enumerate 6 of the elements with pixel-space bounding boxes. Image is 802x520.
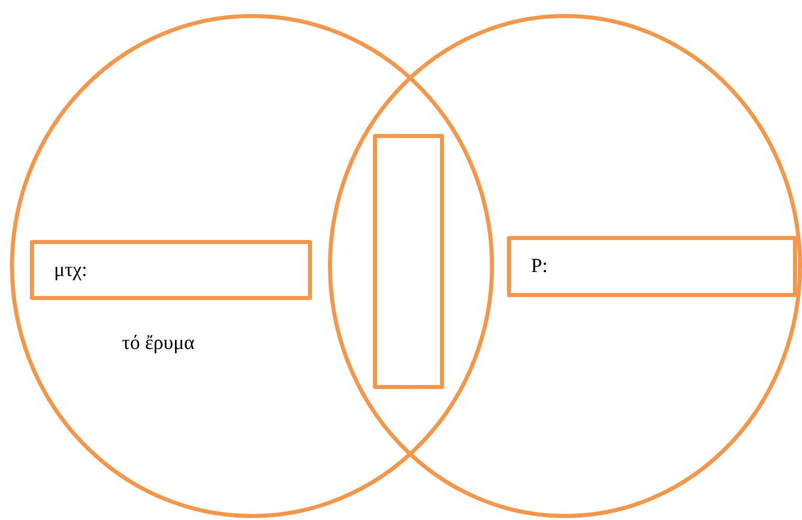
circle-label: τό ἔρυμα [122,332,195,355]
venn-circle [10,14,494,518]
text-box: P: [507,236,797,297]
venn-circle [328,14,802,518]
empty-box [373,134,444,389]
text-box: μτχ: [30,240,312,300]
